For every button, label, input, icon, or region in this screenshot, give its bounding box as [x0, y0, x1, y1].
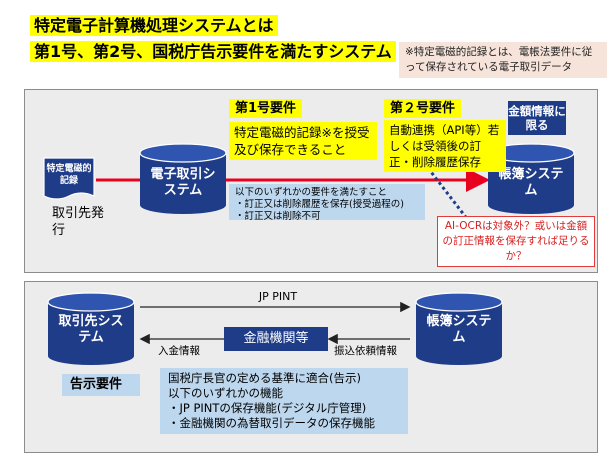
req1-label: 第1号要件 [229, 99, 303, 118]
kokuji-line-2: 以下のいずれかの機能 [168, 386, 283, 400]
dotted-connector [426, 167, 470, 221]
definition-note: ※特定電磁的記録とは、電帳法要件に従って保存されている電子取引データ [399, 42, 607, 78]
req1-detail-2: ・訂正又は削除不可 [235, 211, 321, 222]
bank-box: 金融機関等 [224, 327, 328, 351]
document-icon [43, 157, 95, 200]
req1-text: 特定電磁的記録※を授受及び保存できること [229, 122, 377, 160]
ec-system-cylinder [139, 143, 227, 214]
kokuji-line-1: 国税庁長官の定める基準に適合(告示) [168, 371, 361, 385]
kokuji-label: 告示要件 [62, 374, 140, 396]
question-box: AI-OCRは対象外？或いは金額の訂正情報を保存すれば足りるか？ [437, 216, 595, 267]
bottom-book-system-label: 帳簿システム [426, 314, 492, 345]
document-label: 特定電磁的記録 [46, 164, 92, 186]
title-line-1: 特定電子計算機処理システムとは [30, 15, 278, 36]
req1-detail-box: 以下のいずれかの要件を満たすこと ・訂正又は削除履歴を保存(授受過程の) ・訂正… [229, 184, 425, 222]
money-only-badge: 金額情報に限る [508, 101, 566, 135]
deposit-label: 入金情報 [158, 345, 200, 357]
partner-system-shape [47, 292, 135, 365]
issuer-label: 取引先発行 [52, 206, 105, 238]
req1-detail-1: ・訂正又は削除履歴を保存(授受過程の) [235, 199, 404, 210]
transfer-label: 振込依頼情報 [334, 345, 397, 357]
ec-system-label: 電子取引システム [150, 167, 216, 198]
req1-detail-intro: 以下のいずれかの要件を満たすこと [235, 187, 388, 198]
kokuji-line-4: ・金融機関の為替取引データの保存機能 [168, 416, 375, 430]
book-system-label: 帳簿システム [498, 167, 564, 198]
kokuji-line-3: ・JP PINTの保存機能(デジタル庁管理) [168, 401, 367, 415]
req2-label: 第２号要件 [384, 99, 462, 118]
title-line-2: 第1号、第2号、国税庁告示要件を満たすシステム [30, 41, 396, 62]
bottom-book-system-shape [415, 292, 503, 365]
req2-text: 自動連携（API等）若しくは受領後の訂正・削除履歴保存 [384, 120, 506, 172]
jp-pint-label: JP PINT [258, 290, 298, 303]
kokuji-box: 国税庁長官の定める基準に適合(告示) 以下のいずれかの機能 ・JP PINTの保… [160, 368, 408, 434]
partner-system-label: 取引先システム [58, 314, 124, 345]
